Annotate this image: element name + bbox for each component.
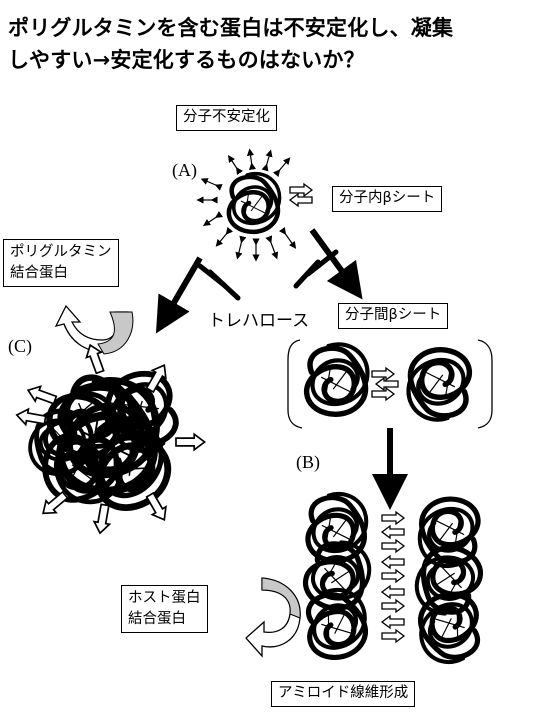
host-binding-line-2: 結合蛋白 [128,611,186,628]
bracket-left [287,339,303,429]
label-intra-beta-sheet: 分子内βシート [332,186,443,212]
label-amyloid-fibril: アミロイド線維形成 [271,681,416,707]
label-trehalose: トレハロース [208,311,310,331]
instability-arrows [196,148,297,262]
aggregate-c [23,363,186,520]
bracket-right [477,339,493,429]
title-line-1: ポリグルタミンを含む蛋白は不安定化し、凝集 [8,16,454,40]
trehalose-inhibition [197,249,339,301]
dimer-b [307,344,470,419]
protein-a [229,174,280,232]
title-line-2: しやすい→安定化するものはないか？ [8,48,365,72]
label-inter-beta-sheet: 分子間βシート [338,303,449,329]
amyloid-fibril [299,494,487,667]
label-state-c: (C) [8,336,32,356]
host-binding-curved-arrow [245,577,301,658]
polyq-binding-curved-arrow [54,304,134,355]
arrow-a-to-c [155,256,203,334]
label-destabilization: 分子不安定化 [176,105,277,131]
label-host-binding-protein: ホスト蛋白 結合蛋白 [121,585,208,634]
polyq-binding-line-2: 結合蛋白 [10,265,68,282]
label-state-b: (B) [296,452,320,472]
host-binding-line-1: ホスト蛋白 [128,590,201,606]
intra-beta-sheet [289,183,313,207]
label-state-a: (A) [172,160,197,180]
label-polyq-binding-protein: ポリグルタミン 結合蛋白 [3,239,119,288]
polyq-binding-line-1: ポリグルタミン [10,244,112,260]
